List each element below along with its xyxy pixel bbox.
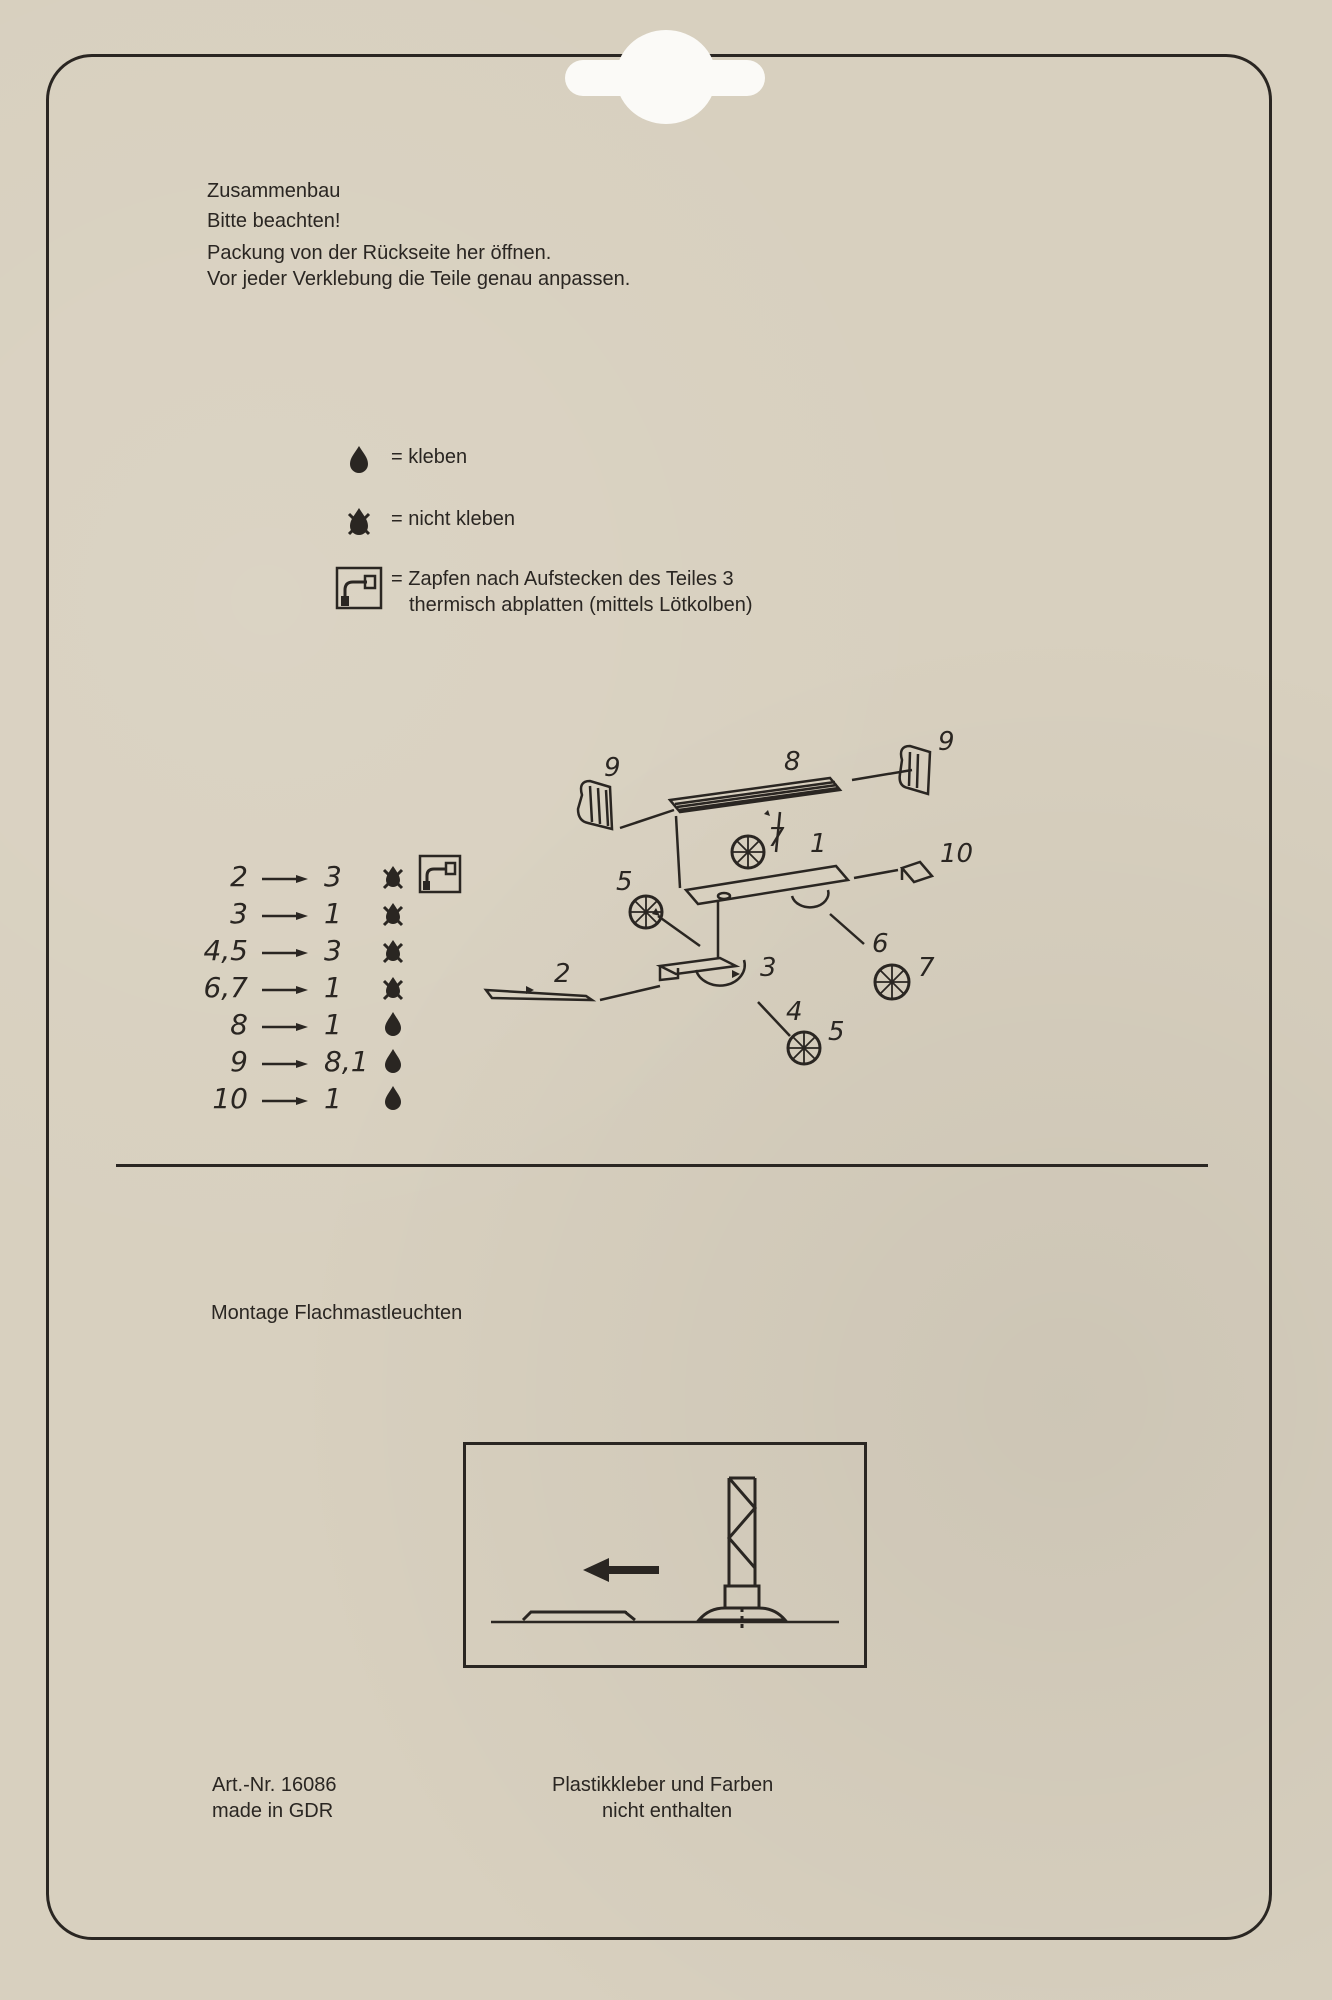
section2-title: Montage Flachmastleuchten: [211, 1302, 463, 1324]
step-to-part: 3: [324, 934, 342, 967]
arrow-right-icon: [262, 1097, 308, 1105]
part-label: 2: [554, 959, 571, 989]
step-to-part: 8,1: [324, 1045, 369, 1078]
heat-stake-icon: [335, 566, 383, 610]
glue-drop-icon: [385, 1049, 401, 1073]
no-glue-icon: [347, 508, 371, 536]
arrow-right-icon: [262, 875, 308, 883]
mast-icon: [695, 1476, 789, 1632]
glue-drop-icon: [350, 446, 368, 473]
step-from-part: 4,5: [203, 934, 248, 967]
hanger-hole: [616, 30, 716, 124]
part-1-chassis: [683, 864, 851, 906]
article-number: Art.-Nr. 16086: [212, 1774, 337, 1796]
step-from-part: 3: [230, 897, 248, 930]
part-label: 1: [810, 829, 827, 859]
legend-heat-stake-line-1: = Zapfen nach Aufstecken des Teiles 3: [391, 568, 734, 590]
part-9-left: [576, 779, 614, 831]
part-label: 9: [604, 753, 621, 783]
step-to-part: 1: [324, 1082, 342, 1115]
arrow-right-icon: [262, 912, 308, 920]
arrow-right-icon: [262, 986, 308, 994]
instruction-line-1: Packung von der Rückseite her öffnen.: [207, 242, 552, 264]
no-glue-icon: [382, 903, 404, 927]
made-in-label: made in GDR: [212, 1800, 334, 1822]
step-to-part: 1: [324, 1008, 342, 1041]
no-glue-icon: [382, 977, 404, 1001]
step-to-part: 1: [324, 897, 342, 930]
notice-text: Bitte beachten!: [207, 210, 341, 232]
arrow-right-icon: [262, 949, 308, 957]
part-label: 5: [616, 867, 633, 897]
step-to-part: 1: [324, 971, 342, 1004]
mast-mounting-diagram: [463, 1442, 867, 1668]
part-label: 6: [872, 929, 889, 959]
step-from-part: 10: [212, 1082, 248, 1115]
no-glue-icon: [382, 866, 404, 890]
assembly-step-row: 10 1: [200, 1082, 460, 1116]
part-label: 10: [940, 839, 973, 869]
heat-stake-icon: [418, 854, 462, 894]
instruction-line-2: Vor jeder Verklebung die Teile genau anp…: [207, 268, 631, 290]
assembly-title: Zusammenbau: [207, 180, 341, 202]
legend-no-glue-label: = nicht kleben: [391, 508, 515, 530]
step-to-part: 3: [324, 860, 342, 893]
footer-note-2: nicht enthalten: [602, 1800, 733, 1822]
exploded-view-drawing: 9 8 9 7 1 10 5 6 7 2 3 4 5: [483, 727, 973, 1066]
footer-note-1: Plastikkleber und Farben: [552, 1774, 774, 1796]
part-9-right: [898, 744, 932, 796]
glue-drop-icon: [385, 1086, 401, 1110]
part-label: 3: [760, 953, 777, 983]
part-10: [899, 860, 935, 884]
no-glue-icon: [382, 940, 404, 964]
part-label: 7: [918, 953, 935, 983]
step-from-part: 8: [230, 1008, 248, 1041]
part-label: 7: [768, 823, 785, 853]
arrow-right-icon: [262, 1023, 308, 1031]
wheels: [628, 834, 911, 1066]
glue-drop-icon: [385, 1012, 401, 1036]
part-3-bogie: [655, 956, 741, 976]
part-2-towbar: [483, 988, 597, 1002]
part-label: 4: [786, 997, 803, 1027]
flat-mast-part: [521, 1610, 636, 1622]
section-divider: [116, 1164, 1208, 1167]
legend-heat-stake-line-2: thermisch abplatten (mittels Lötkolben): [409, 594, 753, 616]
legend-glue-label: = kleben: [391, 446, 468, 468]
part-label: 8: [784, 747, 801, 777]
arrow-right-icon: [262, 1060, 308, 1068]
step-from-part: 9: [230, 1045, 248, 1078]
part-label: 5: [828, 1017, 845, 1047]
part-labels: 9 8 9 7 1 10 5 6 7 2 3 4 5: [554, 727, 973, 1047]
step-from-part: 2: [230, 860, 248, 893]
part-label: 9: [938, 727, 955, 757]
step-from-part: 6,7: [203, 971, 248, 1004]
